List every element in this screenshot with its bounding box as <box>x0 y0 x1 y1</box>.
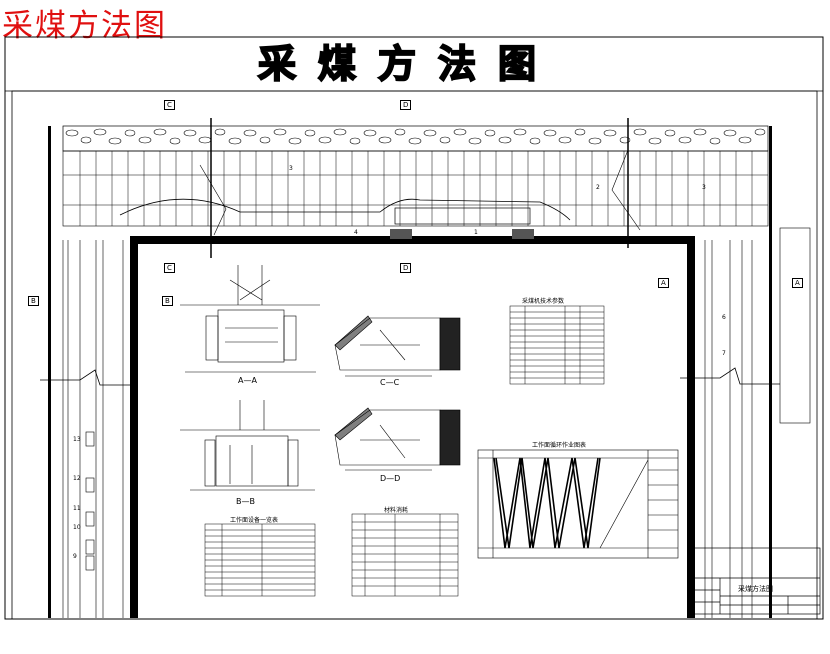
section-mark-b-left: B <box>28 296 39 306</box>
equipment-table-title: 工作面设备一览表 <box>230 517 279 524</box>
callout-3-right: 3 <box>702 184 706 191</box>
corner-title: 采煤方法图 <box>2 8 167 44</box>
section-b-b <box>180 400 320 491</box>
main-title: 采煤方法图 <box>257 41 559 87</box>
label-section-b-b: B—B <box>236 497 255 506</box>
section-a-a <box>180 265 320 373</box>
section-mark-c-mid: C <box>164 263 175 273</box>
title-block-frame <box>690 547 821 615</box>
left-roadway-equipment <box>85 431 95 571</box>
materials-table <box>351 513 459 597</box>
callout-3: 3 <box>289 165 293 172</box>
callout-10: 10 <box>73 524 81 531</box>
callout-6: 6 <box>722 314 726 321</box>
label-section-a-a: A—A <box>238 376 257 385</box>
equipment-table <box>204 523 316 597</box>
hydraulic-supports <box>62 150 769 227</box>
params-table-title: 采煤机技术参数 <box>522 298 565 305</box>
section-cut-lines <box>210 118 629 258</box>
callout-7: 7 <box>722 350 726 357</box>
title-block-drawing-name: 采煤方法图 <box>738 585 773 593</box>
section-mark-c-top: C <box>164 100 175 110</box>
label-section-d-d: D—D <box>380 474 401 483</box>
callout-9: 9 <box>73 553 77 560</box>
gateroads <box>40 227 811 618</box>
roof-rock-band <box>62 125 769 152</box>
section-d-d <box>334 407 461 471</box>
callout-11: 11 <box>73 505 81 512</box>
cycle-schedule-chart <box>477 449 679 559</box>
section-mark-b-inner: B <box>162 296 173 306</box>
params-table <box>509 305 605 385</box>
callout-13: 13 <box>73 436 81 443</box>
callout-12: 12 <box>73 475 81 482</box>
callout-1: 1 <box>474 229 478 236</box>
materials-table-title: 材料消耗 <box>384 507 409 514</box>
roadway-outline <box>48 126 772 618</box>
section-mark-d-mid: D <box>400 263 412 273</box>
schedule-chart-title: 工作面循环作业图表 <box>532 442 587 449</box>
outer-frame <box>4 36 824 620</box>
callout-2: 2 <box>596 184 600 191</box>
section-mark-d-top: D <box>400 100 412 110</box>
section-mark-a-inner: A <box>658 278 669 288</box>
section-mark-a-right: A <box>792 278 803 288</box>
label-section-c-c: C—C <box>380 378 400 387</box>
callout-4: 4 <box>354 229 358 236</box>
section-c-c <box>334 315 461 377</box>
